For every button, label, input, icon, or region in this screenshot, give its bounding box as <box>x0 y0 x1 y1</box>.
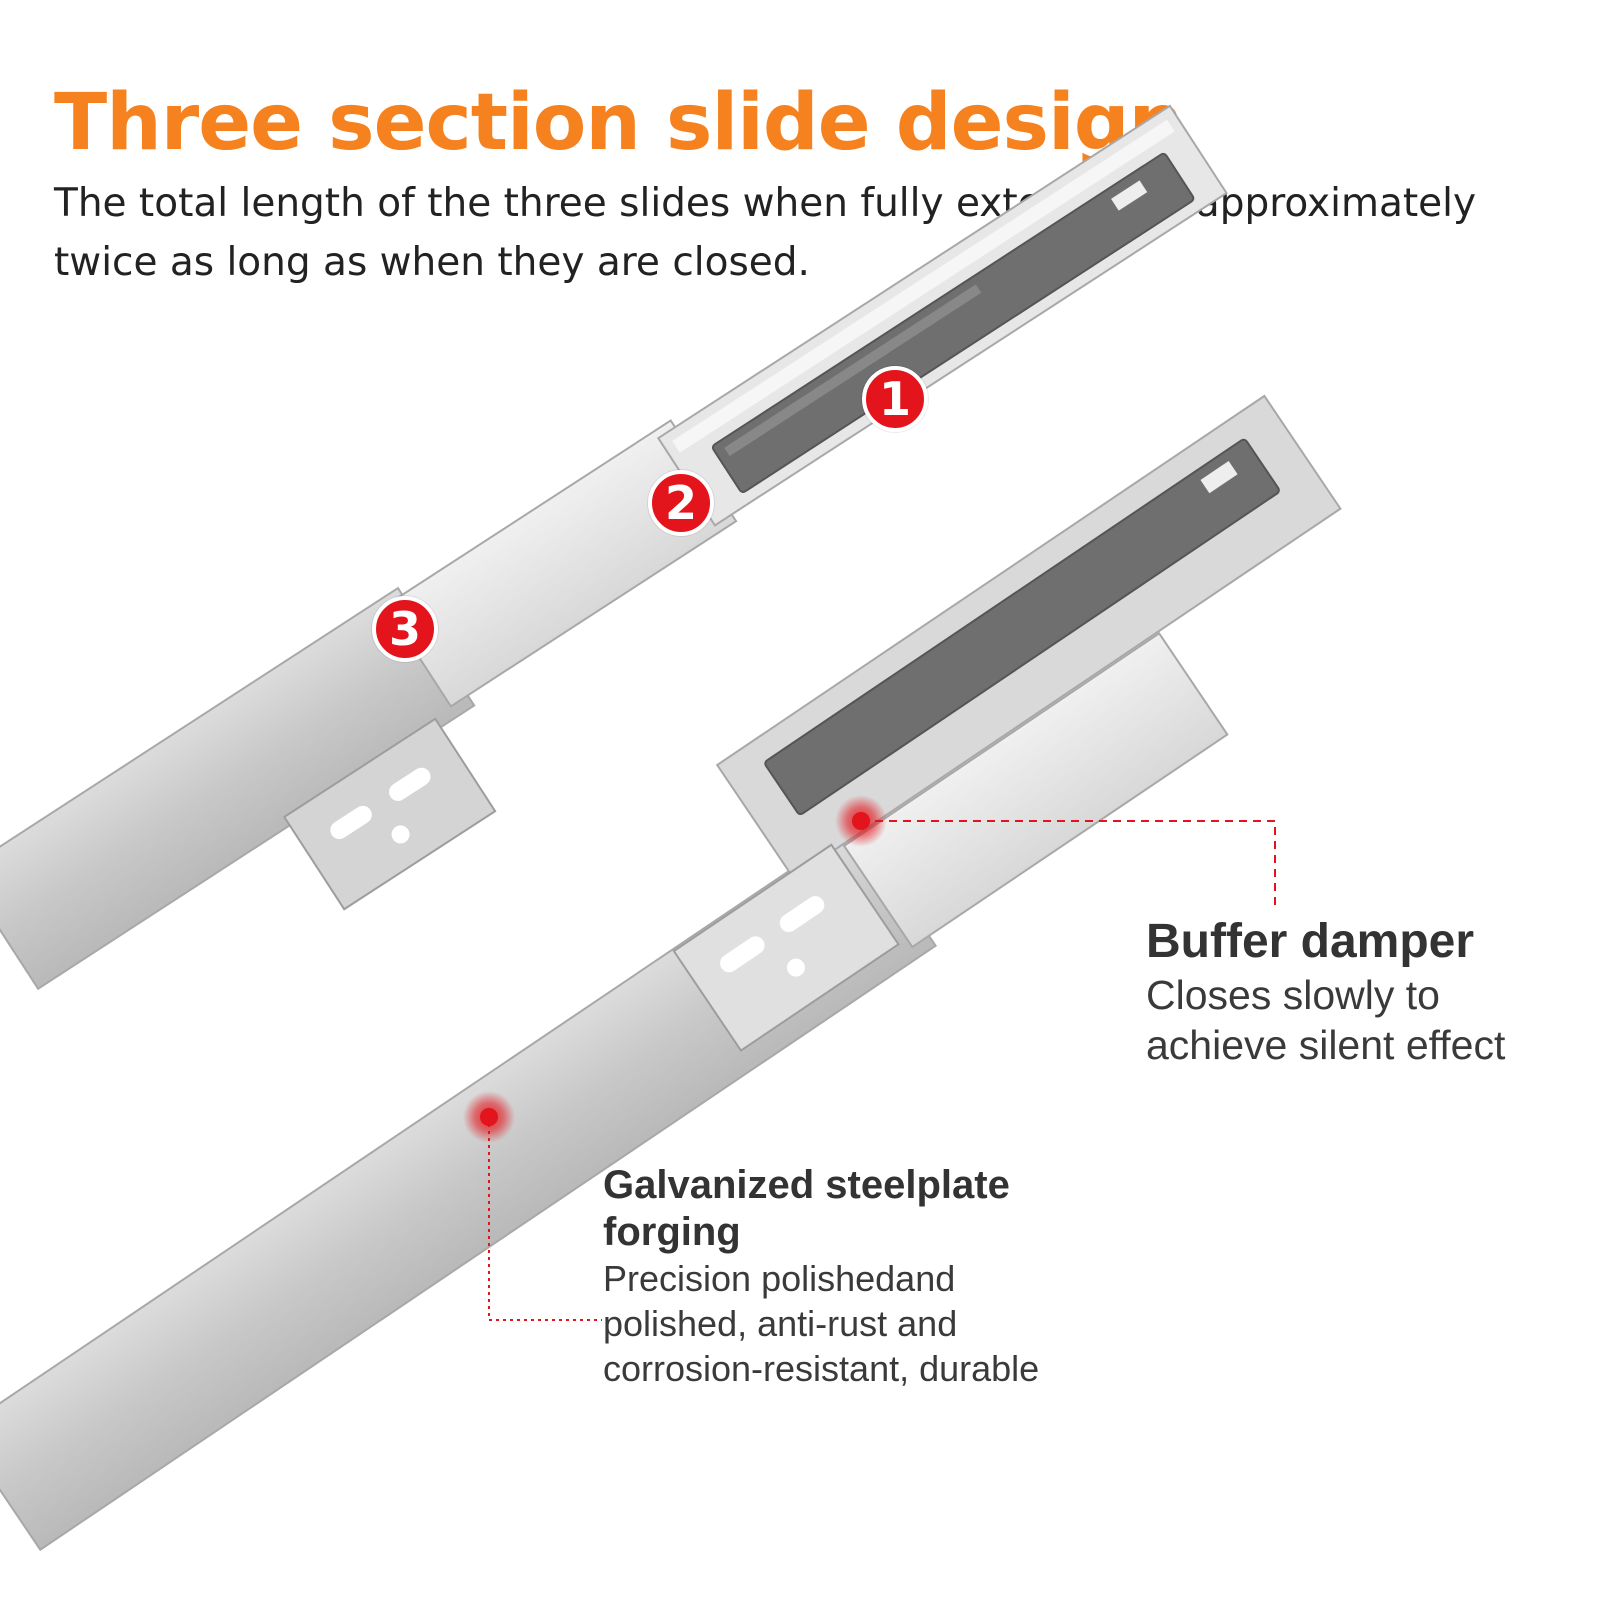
page-subtitle: The total length of the three slides whe… <box>54 174 1534 292</box>
steel-plate-description: Precision polishedand polished, anti-rus… <box>603 1258 1040 1389</box>
lower-damper-housing <box>764 438 1280 816</box>
upper-slide <box>0 104 1228 991</box>
mounting-bracket <box>282 717 497 911</box>
section-badge-1: 1 <box>862 366 928 432</box>
subtitle-line-1: The total length of the three slides whe… <box>54 181 1477 226</box>
steel-plate-callout: Galvanized steelplate forging Precision … <box>603 1162 1073 1391</box>
section-badge-2: 2 <box>648 470 714 536</box>
lower-middle-rail <box>842 631 1229 949</box>
buffer-damper-callout: Buffer damper Closes slowly to achieve s… <box>1146 914 1586 1070</box>
buffer-damper-description: Closes slowly to achieve silent effect <box>1146 972 1506 1068</box>
lower-mounting-bracket <box>672 843 900 1052</box>
steel-plate-pointer <box>463 1091 602 1321</box>
buffer-damper-title: Buffer damper <box>1146 915 1475 968</box>
buffer-damper-pointer <box>835 795 1276 905</box>
subtitle-line-2: twice as long as when they are closed. <box>54 240 810 285</box>
page-title: Three section slide design <box>54 78 1184 168</box>
section-badge-3: 3 <box>372 596 438 662</box>
steel-plate-title: Galvanized steelplate forging <box>603 1163 1010 1254</box>
damper-housing <box>711 152 1195 493</box>
lower-slide <box>0 394 1342 1552</box>
